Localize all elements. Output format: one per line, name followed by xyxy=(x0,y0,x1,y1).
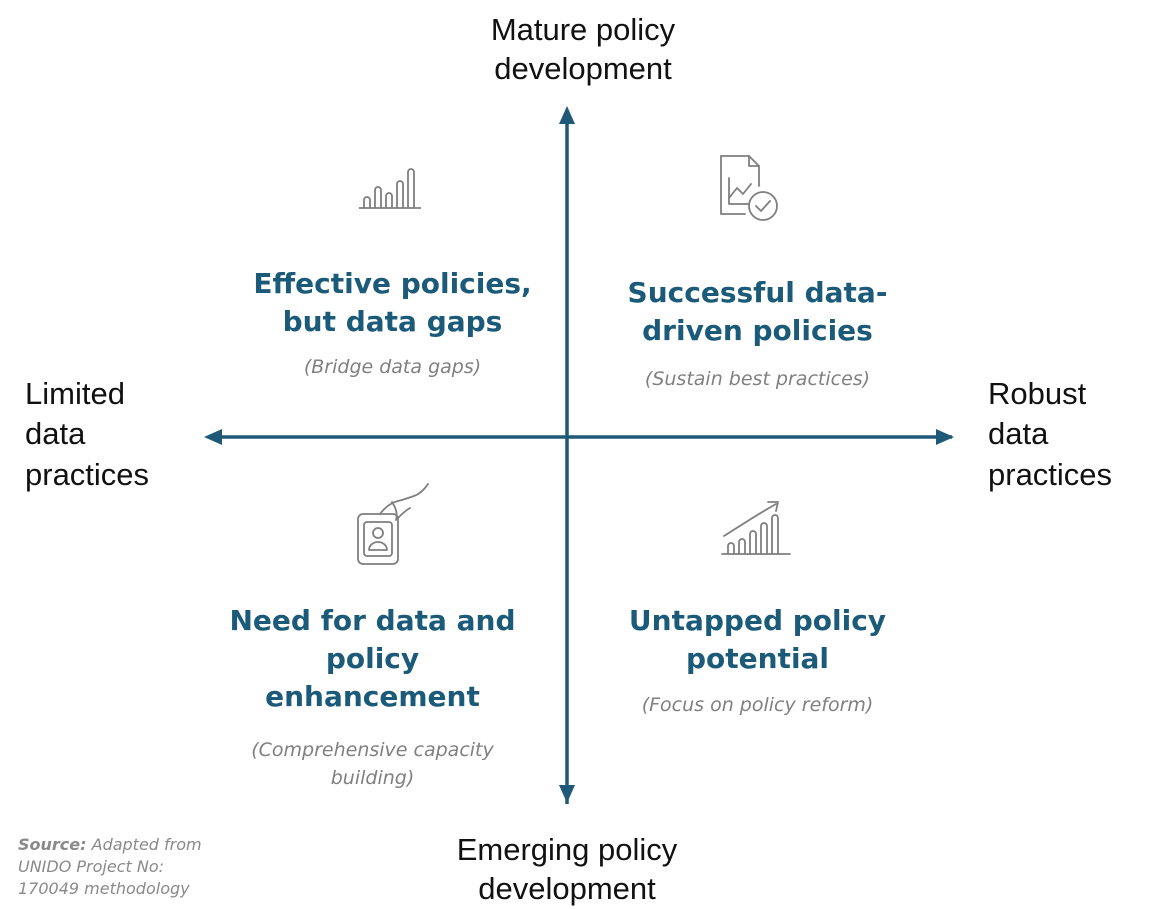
chart-document-check-icon xyxy=(720,155,778,221)
quadrant-top-left-title: Effective policies, but data gaps xyxy=(220,265,565,341)
source-line: Source: Adapted from xyxy=(18,834,238,856)
title-line: Effective policies, xyxy=(253,267,532,300)
horizontal-axis-arrow-left xyxy=(204,429,222,445)
quadrant-top-right-title: Successful data- driven policies xyxy=(580,274,935,350)
quadrant-bottom-right-title: Untapped policy potential xyxy=(580,602,935,678)
horizontal-axis-arrow-right xyxy=(936,429,954,445)
growth-chart-icon xyxy=(721,501,791,555)
source-line: 170049 methodology xyxy=(18,878,190,898)
title-line: enhancement xyxy=(265,680,480,714)
title-line: Successful data- xyxy=(627,276,888,309)
axis-label-left-line: practices xyxy=(25,456,150,492)
source-text: Adapted from xyxy=(86,835,202,854)
axis-label-top-line: development xyxy=(494,51,672,87)
title-line: Untapped policy xyxy=(628,604,887,637)
subtitle-line: building) xyxy=(330,766,415,789)
axis-label-left-line: Limited xyxy=(25,376,125,411)
subtitle-line: (Sustain best practices) xyxy=(644,368,871,390)
quadrant-bottom-left-subtitle: (Comprehensive capacity building) xyxy=(200,737,545,792)
axis-label-left: Limited data practices xyxy=(25,374,225,495)
axis-label-right: Robust data practices xyxy=(988,374,1158,495)
title-line: potential xyxy=(685,642,830,676)
axis-label-top: Mature policy development xyxy=(383,10,783,89)
axis-label-bottom-line: development xyxy=(478,871,656,907)
axis-label-left-line: data xyxy=(25,416,86,452)
axis-label-bottom-line: Emerging policy xyxy=(456,832,678,867)
source-note: Source: Adapted from UNIDO Project No: 1… xyxy=(18,834,238,899)
axis-label-bottom: Emerging policy development xyxy=(367,830,767,909)
axis-label-right-line: data xyxy=(988,416,1049,452)
subtitle-line: (Comprehensive capacity xyxy=(251,739,494,761)
title-line: but data gaps xyxy=(282,305,503,339)
vertical-axis-arrow-top xyxy=(559,106,575,124)
title-line: driven policies xyxy=(642,314,873,348)
title-line: Need for data and xyxy=(229,604,516,637)
axis-label-right-line: Robust xyxy=(988,376,1087,411)
quadrant-bottom-right-subtitle: (Focus on policy reform) xyxy=(580,692,935,720)
hand-holding-id-card-icon xyxy=(357,483,429,565)
title-line: policy xyxy=(325,642,420,676)
axis-label-top-line: Mature policy xyxy=(490,12,676,47)
axis-label-right-line: practices xyxy=(988,456,1113,492)
subtitle-line: (Bridge data gaps) xyxy=(303,356,482,378)
subtitle-line: (Focus on policy reform) xyxy=(641,694,874,716)
quadrant-top-left-subtitle: (Bridge data gaps) xyxy=(220,354,565,382)
bar-chart-icon xyxy=(359,168,421,209)
source-label: Source: xyxy=(18,835,87,854)
quadrant-bottom-left-title: Need for data and policy enhancement xyxy=(200,602,545,716)
source-line: UNIDO Project No: xyxy=(18,856,165,876)
vertical-axis-arrow-bottom xyxy=(559,785,575,803)
quadrant-top-right-subtitle: (Sustain best practices) xyxy=(580,366,935,394)
